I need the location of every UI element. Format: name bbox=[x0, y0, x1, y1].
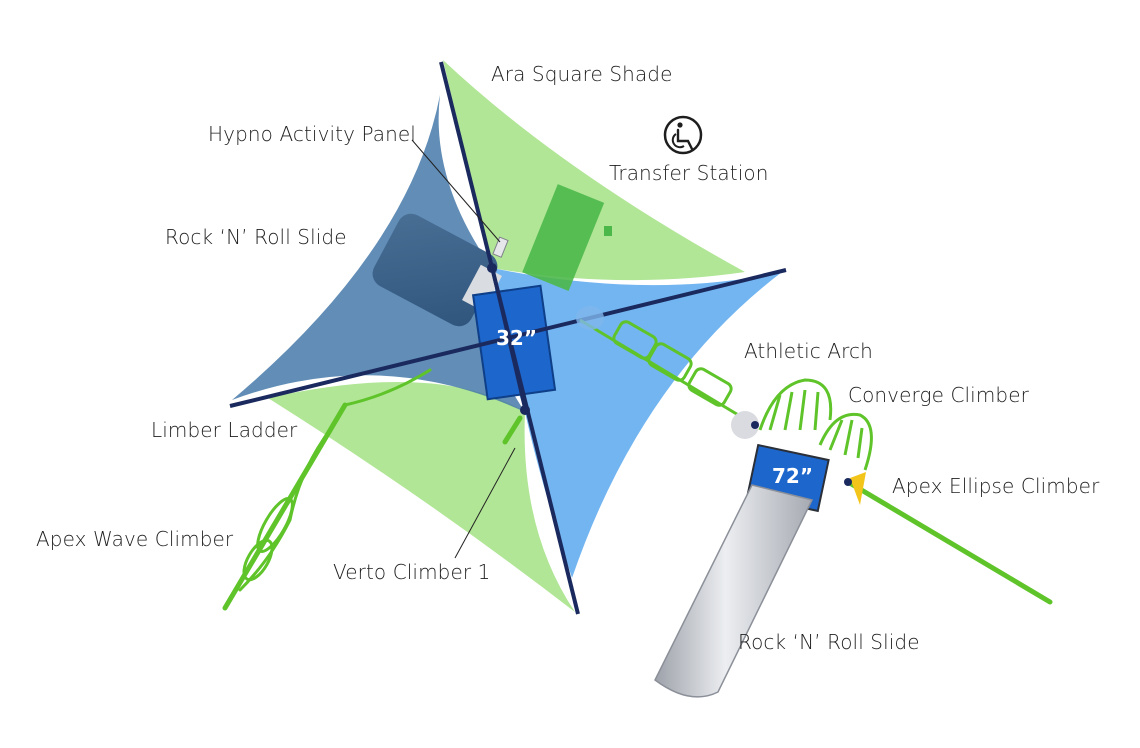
frame-beam bbox=[490, 267, 527, 411]
rock-n-roll-slide-upper bbox=[372, 213, 502, 327]
label-athletic-arch: Athletic Arch bbox=[744, 339, 873, 363]
label-transfer-station: Transfer Station bbox=[609, 161, 769, 185]
hypno-activity-panel bbox=[492, 236, 509, 258]
leader-line-hypno bbox=[411, 139, 501, 243]
rock-n-roll-slide-lower bbox=[654, 484, 814, 698]
frame-joint bbox=[751, 421, 759, 429]
leader-line-verto bbox=[454, 447, 516, 559]
frame-joint bbox=[487, 263, 497, 273]
apex-ellipse-climber bbox=[844, 472, 1053, 605]
light-blue-shade-sail bbox=[492, 268, 782, 578]
athletic-arch bbox=[579, 318, 756, 427]
label-rock-n-roll-slide-upper: Rock ‘N’ Roll Slide bbox=[165, 225, 347, 249]
frame-joint bbox=[520, 405, 530, 415]
converge-climber bbox=[758, 378, 873, 471]
green-shade-sail-upper bbox=[443, 60, 745, 281]
label-verto-climber: Verto Climber 1 bbox=[333, 560, 491, 584]
arch-end-cap bbox=[576, 306, 604, 330]
second-deck-height-label: 72” bbox=[772, 464, 813, 488]
transfer-station bbox=[522, 184, 612, 291]
dark-blue-shade-sail bbox=[232, 95, 525, 412]
label-converge-climber: Converge Climber bbox=[848, 383, 1029, 407]
verto-climber bbox=[502, 415, 523, 445]
apex-wave-climber bbox=[222, 368, 432, 611]
green-shade-sail-lower bbox=[268, 381, 575, 612]
label-hypno-activity-panel: Hypno Activity Panel bbox=[208, 122, 416, 146]
main-deck-height-label: 32” bbox=[496, 326, 537, 350]
wheelchair-accessibility-icon bbox=[663, 115, 703, 155]
label-apex-wave-climber: Apex Wave Climber bbox=[36, 527, 234, 551]
label-limber-ladder: Limber Ladder bbox=[151, 418, 298, 442]
label-ara-square-shade: Ara Square Shade bbox=[491, 62, 673, 86]
label-rock-n-roll-slide-lower: Rock ‘N’ Roll Slide bbox=[738, 630, 920, 654]
arch-end-cap bbox=[731, 411, 759, 439]
label-apex-ellipse-climber: Apex Ellipse Climber bbox=[892, 474, 1100, 498]
